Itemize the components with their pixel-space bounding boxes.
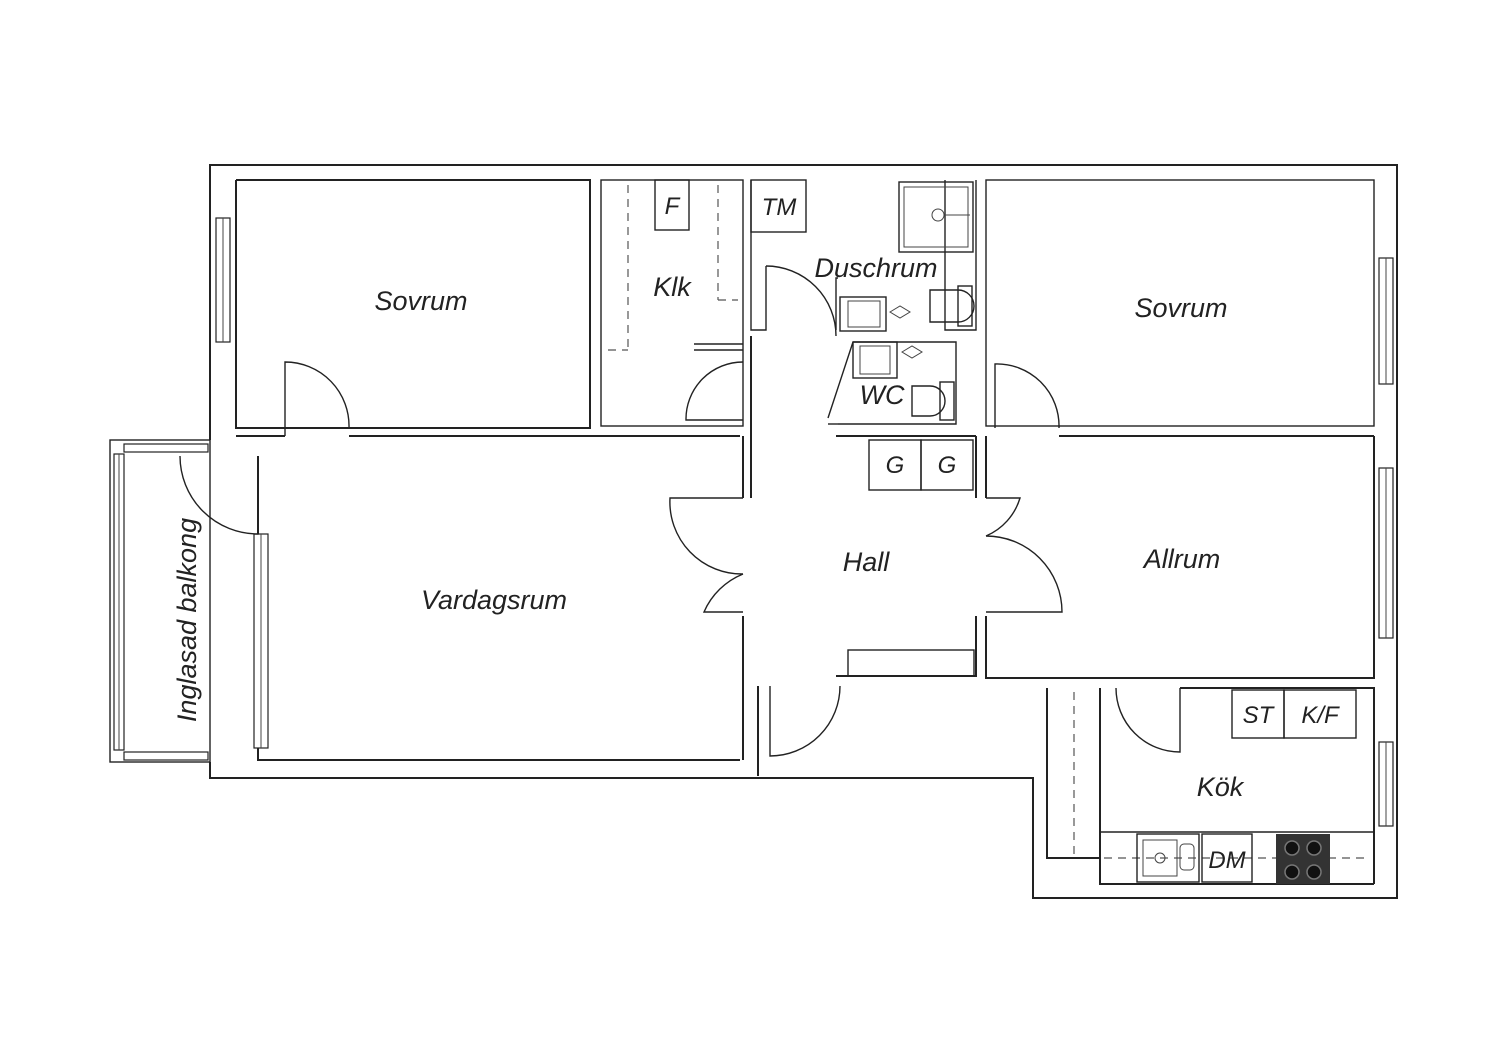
room-label-klk: Klk	[653, 272, 692, 302]
dishwasher	[1201, 833, 1253, 883]
sink-duschrum	[839, 296, 887, 332]
room-label-balkong: Inglasad balkong	[172, 518, 202, 722]
fixture-tm	[750, 179, 807, 233]
door-balkong	[179, 455, 259, 535]
door-allrum-upper	[985, 497, 1021, 537]
room-label-sovrum-left: Sovrum	[374, 286, 467, 316]
toilet-wc	[911, 385, 946, 417]
door-sovrum-right	[994, 363, 1060, 429]
shower	[898, 181, 974, 253]
room-allrum: Allrum	[985, 436, 1394, 679]
room-label-sovrum-right: Sovrum	[1134, 293, 1227, 323]
room-label-duschrum: Duschrum	[814, 253, 937, 283]
room-label-allrum: Allrum	[1142, 544, 1221, 574]
fixture-label-dm: DM	[1208, 847, 1245, 874]
closets-g: G G	[836, 435, 976, 491]
room-label-kok: Kök	[1197, 772, 1245, 802]
closet-label-g1: G	[886, 452, 905, 479]
fixture-label-st: ST	[1243, 702, 1276, 729]
fixture-f	[654, 179, 690, 231]
room-label-vardagsrum: Vardagsrum	[421, 585, 567, 615]
fixture-label-tm: TM	[762, 194, 797, 221]
door-allrum-lower	[985, 535, 1063, 613]
closet-g2	[920, 439, 974, 491]
room-sovrum-right: Sovrum	[985, 179, 1394, 437]
fixture-kf	[1283, 689, 1357, 739]
room-label-hall: Hall	[843, 547, 891, 577]
door-vardagsrum-upper	[669, 497, 744, 575]
room-balkong: Inglasad balkong	[109, 439, 269, 763]
door-kok	[1115, 687, 1181, 753]
sink-wc	[852, 341, 898, 379]
toilet-duschrum	[929, 289, 975, 323]
fixture-label-f: F	[665, 193, 681, 220]
room-kok: ST K/F DM Kök	[1046, 687, 1394, 885]
door-hall-klk	[685, 361, 744, 421]
door-duschrum	[765, 265, 837, 337]
door-vardagsrum-lower	[702, 573, 744, 613]
room-duschrum: TM Duschrum	[750, 179, 977, 337]
room-wc: WC	[827, 341, 957, 425]
room-hall: Hall	[669, 336, 1063, 776]
room-vardagsrum: Vardagsrum	[421, 585, 567, 615]
fixture-label-kf: K/F	[1301, 702, 1340, 729]
room-label-wc: WC	[860, 380, 905, 410]
closet-label-g2: G	[938, 452, 957, 479]
kitchen-sink	[1136, 833, 1200, 883]
door-entrance	[769, 685, 841, 757]
room-klk: F Klk	[600, 179, 744, 427]
door-sovrum-left	[284, 361, 350, 436]
room-sovrum-left: Sovrum	[215, 217, 740, 437]
stove	[1276, 834, 1330, 884]
